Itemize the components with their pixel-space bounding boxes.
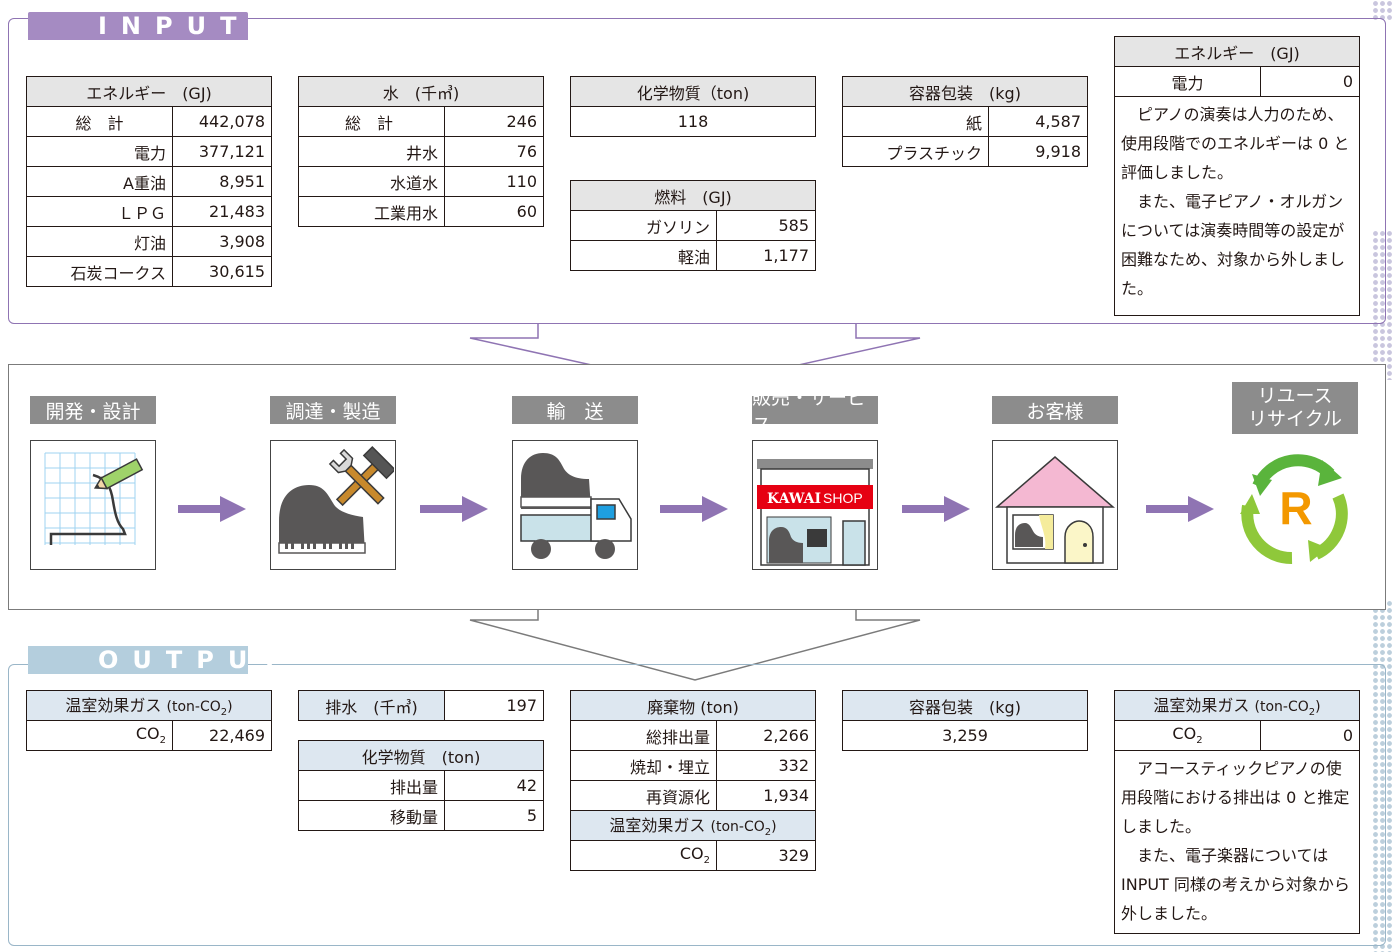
decorative-dots [1372,600,1392,952]
table-header: エネルギー (GJ) [26,76,272,107]
table-header: 燃料 (GJ) [570,180,816,211]
piano-tools-icon [270,440,397,570]
step-label-customer: お客様 [992,396,1118,424]
flow-arrow-icon [1146,496,1214,522]
process-band [8,364,1386,610]
output-wastewater-table: 排水 (千㎥)197 [298,690,544,721]
shop-icon: KAWAI SHOP [752,440,878,570]
output-funnel-arrow [469,610,921,681]
step-label-sales: 販売・サービス [752,387,878,436]
design-drawing-icon [30,440,156,570]
input-section-frame [8,18,1386,324]
input-chemical-table: 化学物質（ton) 118 [570,76,816,137]
table-header: 容器包装 (kg) [842,690,1088,721]
output-packaging-table: 容器包装 (kg) 3,259 [842,690,1088,751]
table-header: 温室効果ガス (ton-CO2) [570,810,816,841]
table-row: 3,259 [842,720,1088,751]
step-label-manufacturing: 調達・製造 [270,396,396,424]
flow-arrow-icon [660,496,728,522]
shop-sign-text: SHOP [823,490,863,506]
recycle-icon: R [1230,444,1362,570]
table-header: 温室効果ガス (ton-CO2) [1114,690,1360,721]
table-row: 118 [570,106,816,137]
table-header: 温室効果ガス (ton-CO2) [26,690,272,721]
input-usage-note: ピアノの演奏は人力のため、使用段階でのエネルギーは 0 と評価しました。 また、… [1114,96,1360,316]
house-icon [992,440,1118,570]
truck-piano-icon [512,440,638,570]
table-header: 廃棄物 (ton) [570,690,816,721]
input-tab: INPUT [28,12,248,40]
table-header: 水 (千㎥) [298,76,544,107]
table-header: 化学物質（ton) [570,76,816,107]
step-label-recycle: リユース リサイクル [1232,382,1358,434]
flow-arrow-icon [420,496,488,522]
table-row: 排水 (千㎥)197 [298,690,544,721]
step-label-transport: 輸 送 [512,396,638,424]
shop-sign-brand: KAWAI [767,491,821,507]
decorative-dots [1372,230,1392,380]
flow-arrow-icon [178,496,246,522]
recycle-letter: R [1279,482,1312,534]
flow-arrow-icon [902,496,970,522]
table-header: エネルギー (GJ) [1114,36,1360,67]
decorative-dots [1372,0,1392,20]
output-section-frame [8,664,1386,946]
output-usage-note: アコースティックピアノの使用段階における排出は 0 と推定しました。 また、電子… [1114,750,1360,934]
step-label-design: 開発・設計 [30,396,156,424]
output-tab: OUTPUT [28,646,278,674]
table-header: 化学物質 (ton) [298,740,544,771]
table-header: 容器包装 (kg) [842,76,1088,107]
